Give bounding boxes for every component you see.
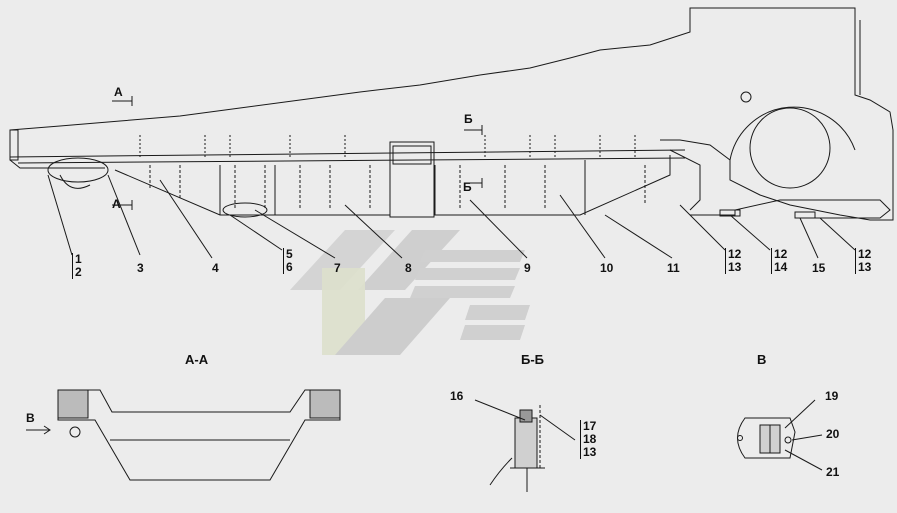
- section-v-drawing: [737, 399, 823, 471]
- wheel-arch: [729, 106, 856, 161]
- marker-a-top: А: [114, 85, 123, 99]
- part-label-20: 20: [826, 427, 840, 441]
- frame-end: [9, 129, 19, 161]
- part-label-17-18-13: 17 18 13: [580, 420, 596, 459]
- part-label-5-6: 5 6: [283, 248, 293, 274]
- rear-bolt: [794, 211, 816, 219]
- part-label-18: 18: [583, 432, 597, 446]
- part-label-15: 15: [812, 261, 826, 275]
- marker-v-arrow: В: [26, 411, 35, 425]
- part-label-12c: 12: [858, 247, 872, 261]
- marker-b-top: Б: [464, 112, 473, 126]
- part-label-13d: 13: [583, 445, 597, 459]
- section-title-aa: А-А: [185, 352, 209, 367]
- part-label-1-2: 1 2: [72, 253, 82, 279]
- section-title-bb: Б-Б: [521, 352, 545, 367]
- part-label-19: 19: [825, 389, 839, 403]
- part-label-2: 2: [75, 265, 82, 279]
- tow-hook: [47, 157, 109, 183]
- part-label-12b: 12: [774, 247, 788, 261]
- section-title-v: В: [757, 352, 767, 367]
- center-window: [392, 145, 432, 165]
- wheel: [749, 107, 831, 189]
- body-outline: [9, 7, 894, 221]
- part-label-16: 16: [450, 389, 464, 403]
- watermark-logo: [290, 230, 530, 355]
- part-label-13a: 13: [728, 260, 742, 274]
- frame-top: [9, 149, 686, 158]
- part-label-5: 5: [286, 247, 293, 261]
- hidden-lines: [149, 165, 646, 210]
- center-block: [389, 141, 435, 218]
- part-label-4: 4: [212, 261, 219, 275]
- part-label-14: 14: [774, 260, 788, 274]
- part-label-21: 21: [826, 465, 840, 479]
- part-label-1: 1: [75, 252, 82, 266]
- frame-front: [9, 159, 105, 169]
- frame-top-inner: [17, 157, 686, 164]
- marker-a-bottom: А: [112, 197, 121, 211]
- part-label-12-14: 12 14: [771, 248, 787, 274]
- marker-b-bottom: Б: [463, 180, 472, 194]
- part-label-11: 11: [667, 261, 680, 275]
- part-label-17: 17: [583, 419, 597, 433]
- section-aa-drawing: [26, 389, 341, 481]
- part-label-12a: 12: [728, 247, 742, 261]
- part-label-12-13-c: 12 13: [855, 248, 871, 274]
- mount-hole: [740, 91, 752, 103]
- rear-bolt: [719, 209, 741, 217]
- rear-plate: [690, 199, 891, 219]
- section-arrows: [112, 96, 483, 210]
- part-label-12-13-a: 12 13: [725, 248, 741, 274]
- leader-lines: [47, 174, 856, 259]
- part-label-7: 7: [334, 261, 341, 275]
- mount-bracket: [222, 202, 268, 218]
- part-label-10: 10: [600, 261, 614, 275]
- part-label-8: 8: [405, 261, 412, 275]
- rear-bracket: [669, 149, 701, 211]
- section-bb-drawing: [474, 399, 576, 492]
- box-right: [434, 155, 671, 216]
- hook-curve: [59, 174, 91, 189]
- part-label-13c: 13: [858, 260, 872, 274]
- part-label-9: 9: [524, 261, 531, 275]
- box-left: [114, 165, 391, 216]
- part-label-3: 3: [137, 261, 144, 275]
- part-label-6: 6: [286, 260, 293, 274]
